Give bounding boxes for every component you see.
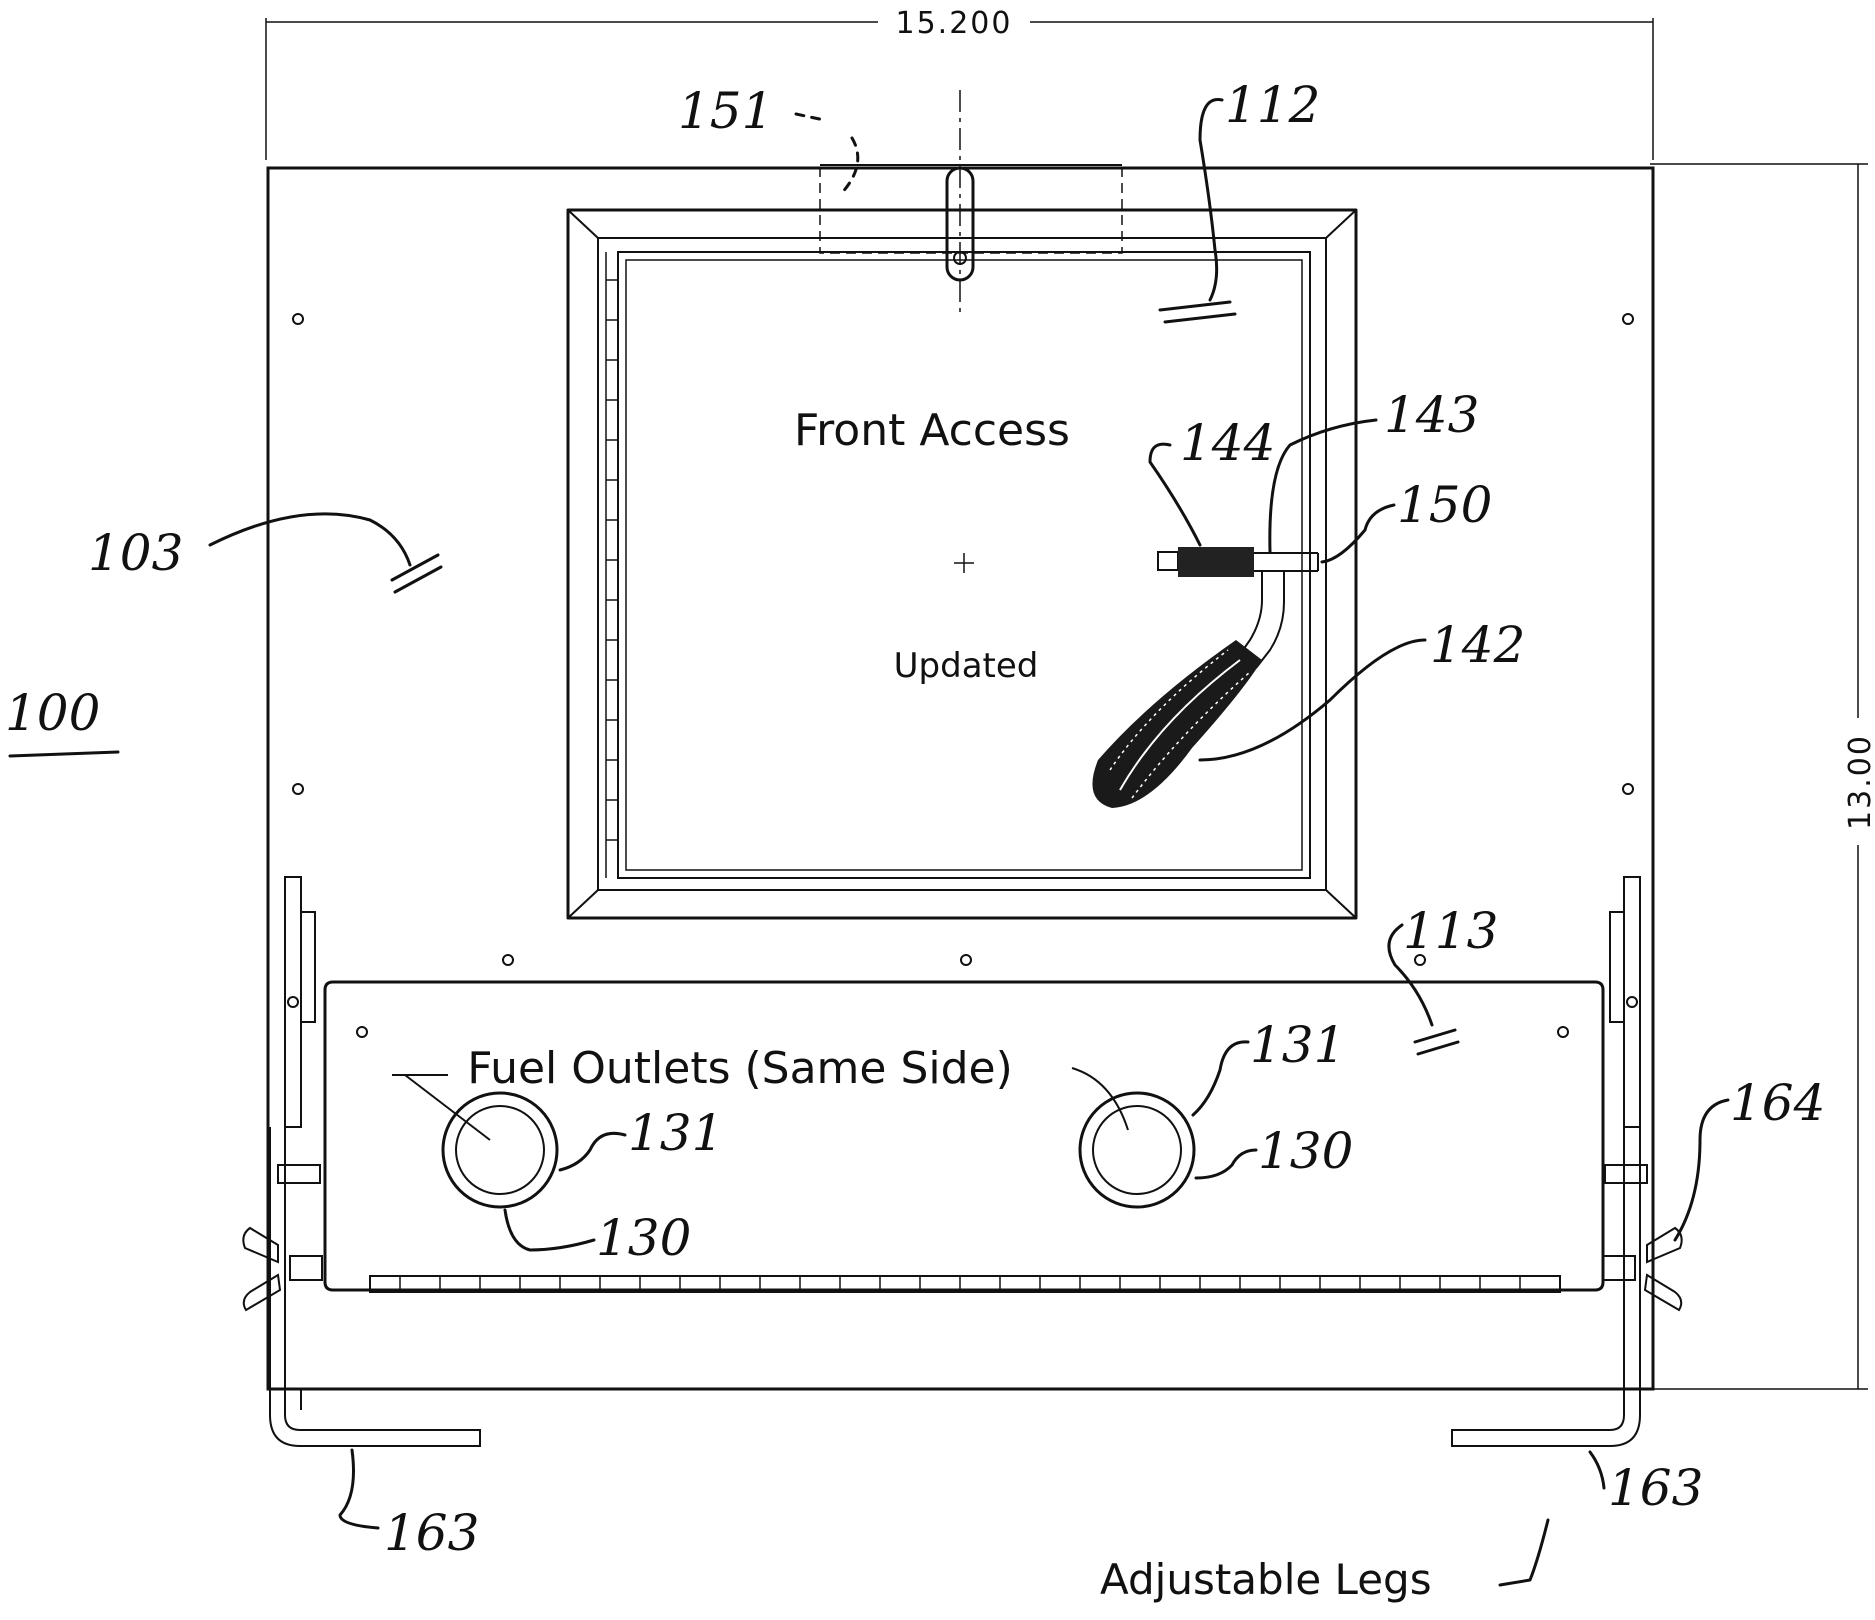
ref-100: 100 <box>5 684 100 742</box>
fuel-outlets-label: Fuel Outlets (Same Side) <box>467 1043 1013 1094</box>
center-text: Updated <box>894 646 1039 686</box>
ref-131-left: 131 <box>628 1104 723 1162</box>
ref-143: 143 <box>1384 386 1479 444</box>
ref-164: 164 <box>1730 1074 1825 1132</box>
front-access-label: Front Access <box>794 405 1070 456</box>
ref-131-right: 131 <box>1250 1016 1345 1074</box>
ref-163-left: 163 <box>384 1504 479 1562</box>
adjustable-legs-label: Adjustable Legs <box>1100 1555 1432 1604</box>
ref-113: 113 <box>1403 902 1498 960</box>
ref-144: 144 <box>1180 414 1275 472</box>
ref-142: 142 <box>1430 616 1525 674</box>
height-dimension: 13.00 <box>1650 164 1875 1389</box>
width-dimension-label: 15.200 <box>896 6 1013 41</box>
ref-103: 103 <box>88 524 183 582</box>
ref-163-right: 163 <box>1608 1459 1703 1517</box>
ref-130-right: 130 <box>1258 1122 1353 1180</box>
ref-150: 150 <box>1397 476 1492 534</box>
ref-112: 112 <box>1225 76 1320 134</box>
ref-130-left: 130 <box>596 1209 691 1267</box>
igniter-threads <box>1178 547 1254 577</box>
unit-body <box>268 168 1653 1389</box>
ref-151: 151 <box>678 82 773 140</box>
height-dimension-label: 13.00 <box>1843 734 1875 830</box>
